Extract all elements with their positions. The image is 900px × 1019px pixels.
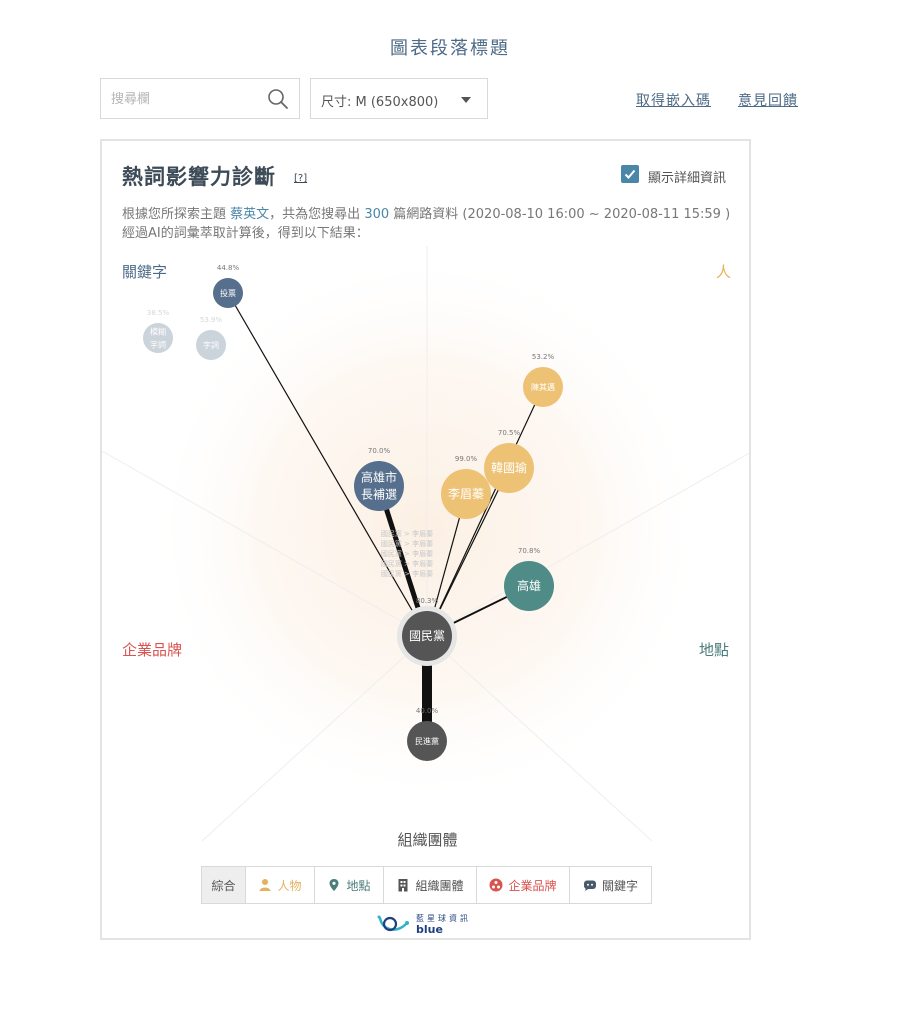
page-title: 圖表段落標題 (390, 38, 510, 59)
tab-3[interactable]: 組織團體 (384, 867, 477, 903)
node-pct: 70.0% (368, 447, 391, 455)
search-input[interactable] (111, 89, 261, 109)
check-icon (624, 169, 636, 179)
widget-title: 熱詞影響力診斷 (122, 165, 276, 189)
desc-topic[interactable]: 蔡英文 (230, 207, 270, 222)
faint-link-label: 國民黨 > 李眉蓁 (381, 539, 433, 548)
node-label: 模糊 (150, 326, 166, 336)
faint-link-label: 國民黨 > 李眉蓁 (381, 549, 433, 558)
detail-toggle[interactable]: 顯示詳細資訊 (621, 165, 741, 186)
tab-5[interactable]: 關鍵字 (570, 867, 651, 903)
node-han[interactable]: 韓國瑜 70.5% (484, 429, 534, 493)
tab-label: 綜合 (211, 878, 236, 893)
node-label: 長補選 (361, 488, 397, 502)
node-kw-faded-2[interactable]: 字詞 53.9% (196, 316, 226, 360)
chevron-down-icon (461, 97, 471, 103)
axis-line (201, 635, 428, 842)
node-label: 韓國瑜 (491, 460, 527, 475)
desc-mid: ，共為您搜尋出 (269, 207, 361, 222)
embed-code-link[interactable]: 取得嵌入碼 (636, 93, 711, 109)
tab-2[interactable]: 地點 (315, 867, 384, 903)
node-pct: 38.5% (147, 309, 170, 317)
feedback-link[interactable]: 意見回饋 (738, 93, 798, 109)
link-han (426, 467, 510, 637)
axis-line (102, 450, 428, 637)
category-keyword-label: 關鍵字 (122, 263, 168, 281)
brand-icon (489, 878, 503, 892)
node-pct: 70.8% (518, 547, 541, 555)
search-icon[interactable] (267, 88, 289, 110)
chat-icon (583, 878, 597, 892)
tab-label: 企業品牌 (508, 878, 557, 893)
axis-line (426, 635, 653, 842)
node-label: 字詞 (150, 339, 166, 349)
building-icon (396, 878, 410, 892)
node-label: 高雄 (517, 578, 541, 593)
logo-chinese: 藍星球資訊 (416, 914, 471, 923)
node-pct: 53.9% (200, 316, 223, 324)
tab-4[interactable]: 企業品牌 (477, 867, 570, 903)
desc-unit: 篇網路資料 (2020-08-10 16:00 ~ 2020-08-11 15:… (393, 207, 731, 222)
node-pct: 70.5% (498, 429, 521, 437)
logo-icon (377, 915, 409, 932)
tab-label: 人物 (277, 878, 302, 893)
node-dpp[interactable]: 民進黨 40.0% (407, 707, 447, 761)
node-toupiao[interactable]: 投票 44.8% (213, 264, 243, 308)
search-box[interactable] (100, 78, 300, 119)
help-link[interactable]: [?] (294, 173, 308, 184)
node-label: 陳其邁 (531, 382, 555, 392)
tab-label: 組織團體 (415, 878, 464, 893)
node-label: 投票 (220, 288, 236, 298)
description: 根據您所探索主題 蔡英文，共為您搜尋出 300 篇網路資料 (2020-08-1… (122, 205, 730, 243)
node-label: 國民黨 (409, 629, 445, 643)
diagnosis-widget: 國民黨 > 李眉蓁國民黨 > 李眉蓁國民黨 > 李眉蓁國民黨 > 李眉蓁國民黨 … (100, 139, 751, 940)
category-org-label: 組織團體 (397, 831, 458, 849)
description-line-2: 經過AI的詞彙萃取計算後，得到以下結果： (122, 226, 369, 241)
size-select[interactable]: 尺寸: M (650x800) (310, 78, 488, 119)
node-label: 字詞 (203, 340, 219, 350)
map-pin-icon (327, 878, 341, 892)
logo-english: blue planet (416, 923, 456, 938)
tab-label: 地點 (346, 878, 371, 893)
node-center[interactable]: 國民黨 80.3% (397, 597, 457, 666)
person-icon (258, 878, 272, 892)
faint-link-label: 國民黨 > 李眉蓁 (381, 529, 433, 538)
axis-line (426, 452, 749, 637)
node-label: 高雄市 (361, 470, 397, 485)
detail-checkbox[interactable] (621, 165, 639, 183)
logo: 藍星球資訊 blue planet (376, 912, 486, 938)
tab-label: 關鍵字 (601, 878, 638, 893)
node-pct: 40.0% (416, 707, 439, 715)
node-pct: 44.8% (217, 264, 240, 272)
link-toupiao (227, 292, 428, 637)
node-pct: 80.3% (416, 597, 439, 605)
detail-toggle-label: 顯示詳細資訊 (648, 171, 727, 186)
category-tabs: 綜合 人物 地點 組織團體 企業品牌 關鍵字 (201, 866, 652, 904)
node-label: 李眉蓁 (448, 486, 484, 501)
node-pct: 99.0% (455, 455, 478, 463)
faint-link-label: 國民黨 > 李眉蓁 (381, 559, 433, 568)
category-person-label: 人 (716, 263, 732, 281)
node-pct: 53.2% (532, 353, 555, 361)
node-kaohsiung[interactable]: 高雄 70.8% (504, 547, 554, 611)
tab-1[interactable]: 人物 (246, 867, 315, 903)
category-brand-label: 企業品牌 (122, 641, 183, 659)
size-select-value: 尺寸: M (650x800) (321, 95, 439, 110)
node-label: 民進黨 (415, 736, 439, 746)
desc-count: 300 (364, 207, 390, 222)
faint-link-label: 國民黨 > 李眉蓁 (381, 569, 433, 578)
tab-0[interactable]: 綜合 (202, 867, 246, 903)
node-li[interactable]: 李眉蓁 99.0% (441, 455, 491, 519)
description-line-1: 根據您所探索主題 蔡英文，共為您搜尋出 300 篇網路資料 (2020-08-1… (122, 205, 730, 224)
chart-axes (102, 246, 749, 842)
desc-prefix: 根據您所探索主題 (122, 207, 227, 222)
node-chen[interactable]: 陳其邁 53.2% (523, 353, 563, 407)
category-place-label: 地點 (699, 641, 730, 659)
link-chen (426, 386, 544, 637)
